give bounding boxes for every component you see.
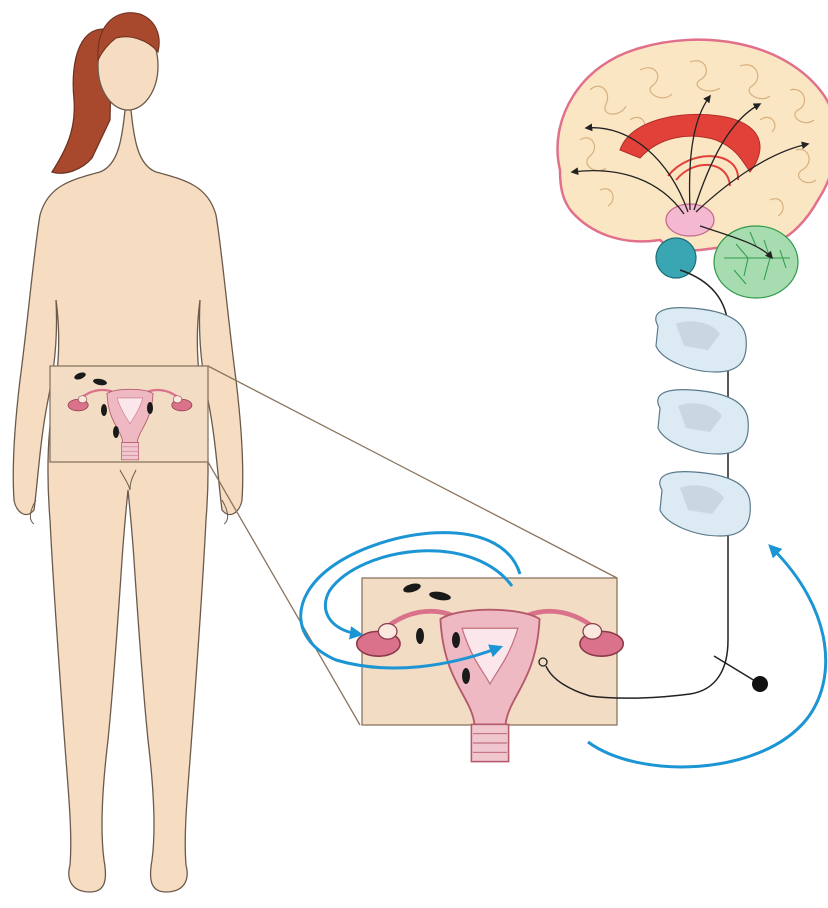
vertebra-icon-1 — [656, 308, 747, 372]
cerebellum-icon — [714, 226, 798, 298]
vertebra-icon-3 — [660, 472, 751, 536]
brainstem-icon — [656, 238, 696, 278]
zoomed-pelvis-panel — [357, 578, 624, 762]
pelvic-region-box — [50, 366, 208, 462]
dorsal-root-ganglion-icon — [752, 676, 768, 692]
central-feedback-arrow — [588, 548, 826, 767]
brain-icon — [558, 40, 828, 298]
vertebra-icon-2 — [658, 390, 749, 454]
